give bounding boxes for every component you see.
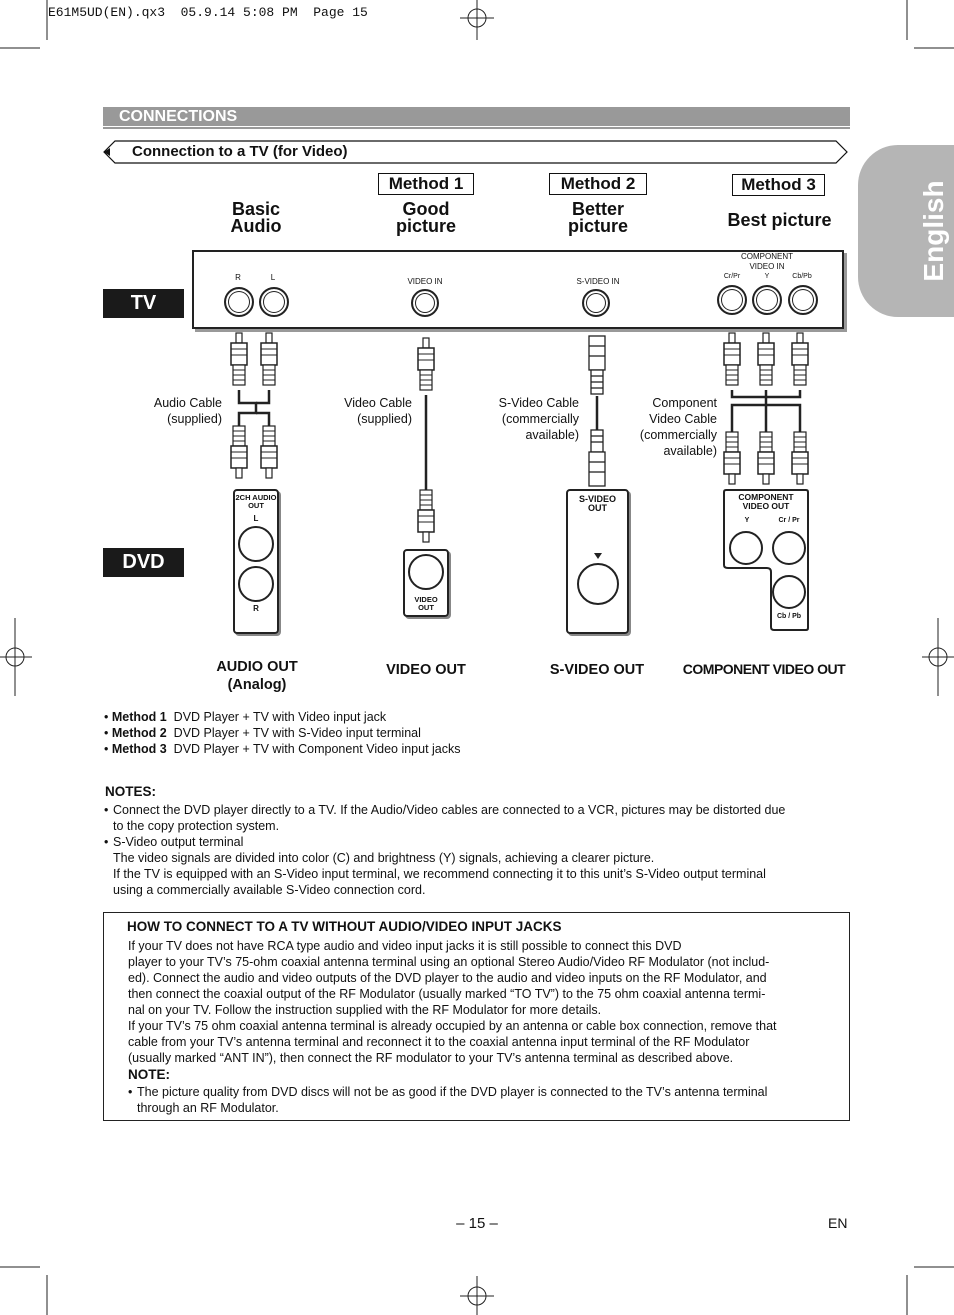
tv-y-label: Y xyxy=(764,273,770,280)
tv-cb-jack xyxy=(788,285,818,315)
tv-panel xyxy=(192,250,844,329)
methods-list-item: • Method 1 DVD Player + TV with Video in… xyxy=(104,710,387,724)
dvd-audio-l-label: L xyxy=(253,514,259,523)
tv-cb-label: Cb/Pb xyxy=(792,273,812,280)
dvd-audio-l-jack xyxy=(238,526,274,562)
output-component-label: COMPONENT VIDEO OUT xyxy=(682,661,846,677)
dvd-component-title: COMPONENT VIDEO OUT xyxy=(738,492,794,511)
quality-better: Better picture xyxy=(567,199,628,236)
rf-box-note-text: The picture quality from DVD discs will … xyxy=(137,1085,768,1115)
dvd-component-y-label: Y xyxy=(744,517,750,524)
tv-video-in-jack xyxy=(411,289,439,317)
dvd-component-cr-label: Cr / Pr xyxy=(778,517,800,524)
tv-audio-r-label: R xyxy=(235,273,241,282)
method-desc: DVD Player + TV with Video input jack xyxy=(173,710,387,724)
tv-y-jack xyxy=(752,285,782,315)
dvd-video-title: VIDEO OUT xyxy=(414,595,438,612)
method-desc: DVD Player + TV with S-Video input termi… xyxy=(173,726,421,740)
output-svideo-label: S-VIDEO OUT xyxy=(549,662,645,678)
tv-video-in-label: VIDEO IN xyxy=(407,277,443,286)
notes-title: NOTES: xyxy=(105,784,157,799)
quality-basic-audio: Basic Audio xyxy=(230,199,282,236)
language-code: EN xyxy=(828,1215,848,1231)
tv-svideo-in-label: S-VIDEO IN xyxy=(576,277,620,286)
dvd-audio-r-jack xyxy=(238,566,274,602)
page-number: – 15 – xyxy=(456,1215,498,1232)
notes-item-text: Connect the DVD player directly to a TV.… xyxy=(113,803,786,833)
rf-box-para2: If your TV’s 75 ohm coaxial antenna term… xyxy=(128,1019,777,1065)
tv-cr-jack xyxy=(717,285,747,315)
method-desc: DVD Player + TV with Component Video inp… xyxy=(173,742,461,756)
dvd-video-jack xyxy=(408,554,444,590)
rf-box-title: HOW TO CONNECT TO A TV WITHOUT AUDIO/VID… xyxy=(127,919,562,934)
section-header-bar: CONNECTIONS xyxy=(103,107,850,126)
rf-box-note-title: NOTE: xyxy=(128,1067,170,1082)
dvd-audio-panel: 2CH AUDIO OUT L R xyxy=(233,489,279,634)
dvd-svideo-arrow-icon xyxy=(593,553,602,559)
notes-item-text: S-Video output terminal The video signal… xyxy=(113,835,766,897)
methods-list: • Method 1 DVD Player + TV with Video in… xyxy=(104,709,704,757)
cable-diagram xyxy=(230,332,809,543)
tv-cr-label: Cr/Pr xyxy=(723,273,741,280)
tv-audio-l-jack xyxy=(259,287,289,317)
output-audio-label: AUDIO OUT (Analog) xyxy=(216,659,298,693)
method-2-box: Method 2 xyxy=(549,173,647,195)
methods-list-item: • Method 2 DVD Player + TV with S-Video … xyxy=(104,726,421,740)
method-name: Method 2 xyxy=(111,726,167,740)
methods-list-item: • Method 3 DVD Player + TV with Componen… xyxy=(104,742,461,756)
tv-audio-r-jack xyxy=(224,287,254,317)
dvd-svideo-jack xyxy=(576,563,619,605)
language-tab: English xyxy=(858,145,954,317)
tv-component-label: COMPONENT VIDEO IN xyxy=(741,252,793,271)
component-cable-label: Component Video Cable (commercially avai… xyxy=(639,396,717,458)
dvd-audio-title: 2CH AUDIO OUT xyxy=(235,493,277,510)
rf-modulator-box: HOW TO CONNECT TO A TV WITHOUT AUDIO/VID… xyxy=(103,912,850,1121)
section-header-underline xyxy=(103,127,850,129)
quality-best: Best picture xyxy=(727,210,832,230)
svideo-cable-label: S-Video Cable (commercially available) xyxy=(498,396,579,442)
dvd-component-cb-label: Cb / Pb xyxy=(776,613,802,620)
method-3-box: Method 3 xyxy=(732,174,825,196)
method-1-box: Method 1 xyxy=(378,173,474,195)
dvd-svideo-title: S-VIDEO OUT xyxy=(578,494,616,513)
rf-box-note-item: •The picture quality from DVD discs will… xyxy=(128,1085,768,1115)
method-name: Method 1 xyxy=(111,710,167,724)
tv-svideo-in-jack xyxy=(582,289,610,317)
method-name: Method 3 xyxy=(111,742,167,756)
video-cable-label: Video Cable (supplied) xyxy=(344,396,412,426)
tv-label: TV xyxy=(103,289,184,318)
tv-audio-l-label: L xyxy=(270,273,276,282)
notes-item: •Connect the DVD player directly to a TV… xyxy=(104,803,786,833)
dvd-video-panel: VIDEO OUT xyxy=(403,549,449,617)
notes-item: •S-Video output terminal The video signa… xyxy=(104,835,766,897)
output-video-label: VIDEO OUT xyxy=(386,662,466,678)
dvd-svideo-panel: S-VIDEO OUT xyxy=(566,489,629,634)
file-info: E61M5UD(EN).qx3 05.9.14 5:08 PM Page 15 xyxy=(48,5,368,20)
rf-box-para1: If your TV does not have RCA type audio … xyxy=(128,939,770,1017)
subtitle-label: Connection to a TV (for Video) xyxy=(132,143,348,160)
notes-list: •Connect the DVD player directly to a TV… xyxy=(104,802,844,898)
subtitle-banner xyxy=(103,140,848,164)
dvd-component-panel xyxy=(723,489,809,631)
dvd-label: DVD xyxy=(103,548,184,577)
quality-good: Good picture xyxy=(395,199,456,236)
audio-cable-label: Audio Cable (supplied) xyxy=(153,396,222,426)
dvd-audio-r-label: R xyxy=(253,604,259,613)
section-title: CONNECTIONS xyxy=(119,108,238,125)
